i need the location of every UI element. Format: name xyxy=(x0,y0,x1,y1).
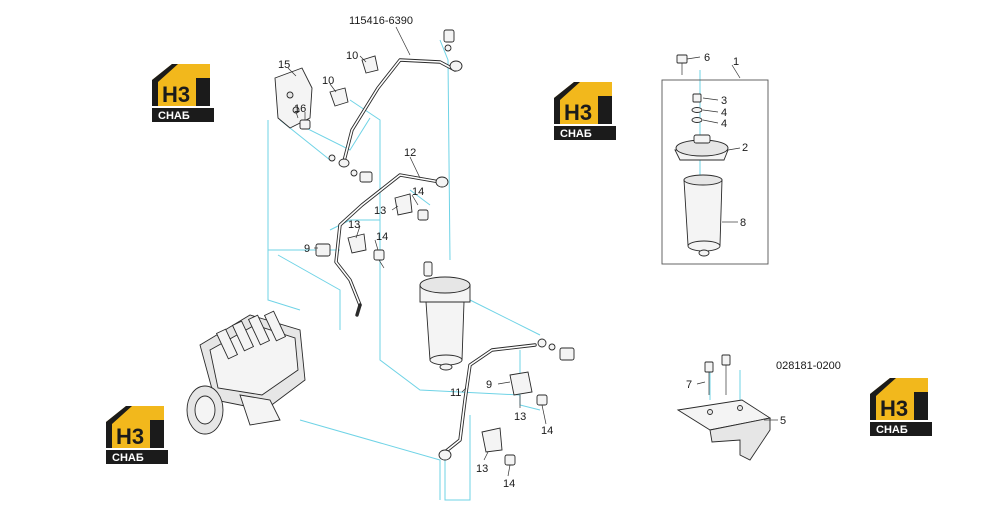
bolt-14-lower xyxy=(504,454,516,466)
bolt-14-upper xyxy=(417,209,429,221)
injection-pump xyxy=(186,310,306,435)
fuel-pipe-upper xyxy=(328,29,463,183)
callout-4-upper: 4 xyxy=(721,107,727,119)
watermark-logo-2: H3 СНАБ xyxy=(554,82,616,140)
callout-9-right: 9 xyxy=(486,379,492,391)
logo-text: СНАБ xyxy=(876,424,908,436)
callout-9-left: 9 xyxy=(304,243,310,255)
callout-14-right: 14 xyxy=(541,425,553,437)
callout-13-right: 13 xyxy=(514,411,526,423)
bolt-14-right xyxy=(536,394,548,406)
part-number-fuel-pipe: 115416-6390 xyxy=(349,15,413,27)
bolt-14-mid xyxy=(373,249,385,269)
bolt-16 xyxy=(299,112,311,130)
logo-mark: H3 xyxy=(880,396,908,421)
watermark-logo-3: H3 СНАБ xyxy=(106,406,168,464)
callout-10-lower: 10 xyxy=(322,75,334,87)
callout-13-lower: 13 xyxy=(476,463,488,475)
callout-12: 12 xyxy=(404,147,416,159)
clip-9-right xyxy=(509,371,533,396)
bracket-5 xyxy=(676,354,772,461)
callout-6: 6 xyxy=(704,52,710,64)
callout-5: 5 xyxy=(780,415,786,427)
fuel-filter-center xyxy=(419,261,471,371)
clip-9-left xyxy=(315,243,331,257)
callout-8: 8 xyxy=(740,217,746,229)
callout-14-upper: 14 xyxy=(412,186,424,198)
part-number-bracket-assembly: 028181-0200 xyxy=(776,360,841,372)
callout-14-mid: 14 xyxy=(376,231,388,243)
callout-3: 3 xyxy=(721,95,727,107)
watermark-logo-1: H3 СНАБ xyxy=(152,64,214,122)
callout-13-mid: 13 xyxy=(348,219,360,231)
clip-13-lower xyxy=(481,427,503,453)
watermark-logo-4: H3 СНАБ xyxy=(870,378,932,436)
clip-10-upper xyxy=(361,55,379,74)
callout-11: 11 xyxy=(450,387,461,399)
logo-mark: H3 xyxy=(162,82,190,107)
clip-10-lower xyxy=(329,87,349,107)
callout-16: 16 xyxy=(294,103,306,115)
fuel-pipe-11 xyxy=(438,338,575,461)
callout-1: 1 xyxy=(733,56,739,68)
logo-text: СНАБ xyxy=(560,128,592,140)
clip-13-mid xyxy=(347,233,367,254)
fuel-pipe-12 xyxy=(334,173,449,317)
logo-text: СНАБ xyxy=(112,452,144,464)
callout-7: 7 xyxy=(686,379,692,391)
clip-13-upper xyxy=(394,193,413,216)
filter-exploded-view xyxy=(661,54,769,265)
bracket-15 xyxy=(274,67,313,129)
callout-13-upper: 13 xyxy=(374,205,386,217)
logo-mark: H3 xyxy=(116,424,144,449)
callout-14-lower: 14 xyxy=(503,478,515,490)
leader-lines xyxy=(287,26,778,477)
logo-mark: H3 xyxy=(564,100,592,125)
logo-text: СНАБ xyxy=(158,110,190,122)
callout-2: 2 xyxy=(742,142,748,154)
callout-4-lower: 4 xyxy=(721,118,727,130)
callout-15: 15 xyxy=(278,59,290,71)
callouts: 15 16 10 10 12 14 13 13 14 9 11 9 13 14 … xyxy=(278,50,786,490)
callout-10-upper: 10 xyxy=(346,50,358,62)
